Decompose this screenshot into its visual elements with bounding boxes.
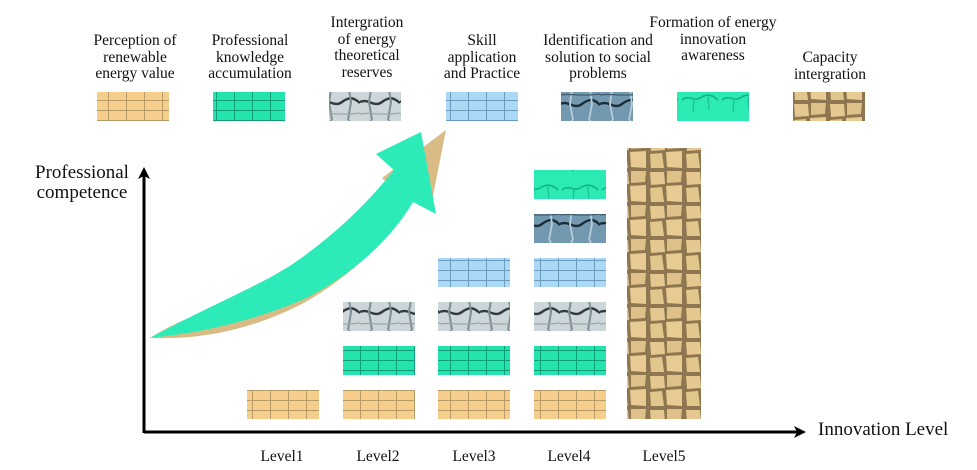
y-axis-label: Professional competence (35, 162, 129, 203)
legend-swatch-grid-tan (97, 92, 169, 121)
legend-label-skill: Skill application and Practice (443, 32, 521, 82)
legend-label-perception: Perception of renewable energy value (93, 32, 177, 82)
level4-block-mottled-green (534, 170, 606, 199)
legend-swatch-grid-blue (446, 92, 518, 121)
level2-block-grid-tan (343, 390, 415, 419)
legend-label-knowledge: Professional knowledge accumulation (208, 32, 292, 82)
level2-block-grid-green (343, 346, 415, 375)
level-label-2: Level2 (356, 448, 400, 465)
level3-block-grid-blue (438, 258, 510, 287)
legend-label-social: Identification and solution to social pr… (543, 32, 653, 82)
growth-arrow (150, 132, 436, 338)
legend-swatches (97, 92, 865, 121)
legend-swatch-cracked-gray (329, 92, 401, 121)
legend-swatch-cobble-tan (793, 92, 865, 121)
level1-block-grid-tan (247, 390, 319, 419)
legend-swatch-cracked-steel (561, 92, 633, 121)
level5-capacity-block (627, 148, 701, 419)
level4-block-cracked-gray (534, 302, 606, 331)
level-label-4: Level4 (547, 448, 591, 465)
legend-label-integration: Capacity intergration (793, 49, 867, 83)
legend-swatch-grid-green (213, 92, 285, 121)
x-axis-label: Innovation Level (818, 419, 949, 440)
level3-block-grid-tan (438, 390, 510, 419)
legend-label-awareness: Formation of energy innovation awareness (649, 14, 777, 64)
level2-block-cracked-gray (343, 302, 415, 331)
level4-block-cracked-steel (534, 214, 606, 243)
legend-label-theory: Intergration of energy theoretical reser… (330, 14, 404, 81)
level3-block-cracked-gray (438, 302, 510, 331)
level4-block-grid-green (534, 346, 606, 375)
level3-block-grid-green (438, 346, 510, 375)
level-label-1: Level1 (260, 448, 304, 465)
level-stacks (247, 148, 701, 419)
level-label-5: Level5 (642, 448, 686, 465)
level4-block-grid-tan (534, 390, 606, 419)
legend-swatch-mottled-green (677, 92, 749, 121)
level-label-3: Level3 (452, 448, 496, 465)
level4-block-grid-blue (534, 258, 606, 287)
